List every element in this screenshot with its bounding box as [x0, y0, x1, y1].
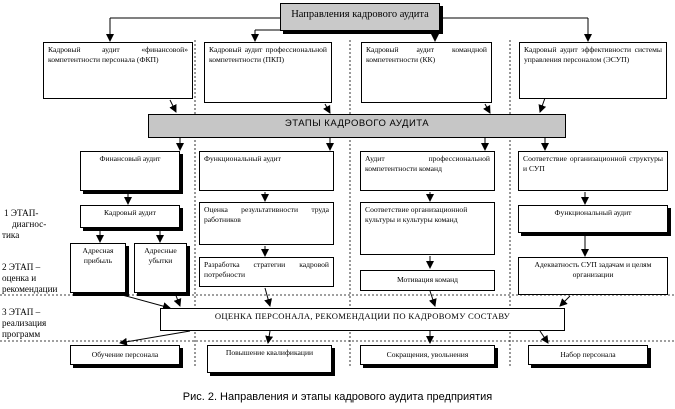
evaluation-band: ОЦЕНКА ПЕРСОНАЛА, РЕКОМЕНДАЦИИ ПО КАДРОВ…	[160, 308, 565, 331]
performance-evaluation-label: Оценка результативности труда работников	[204, 205, 329, 224]
financial-audit-label: Финансовый аудит	[99, 154, 161, 163]
functional-audit-esup-box: Функциональный аудит	[518, 205, 668, 233]
hr-audit-box: Кадровый аудит	[80, 205, 180, 228]
financial-audit-box: Финансовый аудит	[80, 151, 180, 191]
stages-band-label: ЭТАПЫ КАДРОВОГО АУДИТА	[284, 118, 430, 129]
sup-adequacy-label: Адекватность СУП задачам и целям организ…	[534, 260, 652, 279]
outcome-training-label: Обучение персонала	[91, 350, 159, 359]
stage-2-line-b: оценка и	[2, 273, 37, 283]
evaluation-band-label: ОЦЕНКА ПЕРСОНАЛА, РЕКОМЕНДАЦИИ ПО КАДРОВ…	[214, 311, 511, 321]
direction-pkp: Кадровый аудит профессиональной компетен…	[204, 42, 332, 103]
stage-2-line-c: рекомендации	[2, 284, 58, 294]
outcome-training-box: Обучение персонала	[70, 345, 180, 365]
stage-3-line-b: реализация	[2, 318, 47, 328]
top-arrows	[106, 17, 592, 42]
evaluation-to-outcomes-arrows	[119, 330, 549, 346]
outcome-qualification-box: Повышение квалификации	[207, 345, 332, 373]
band-to-level1-arrows	[176, 138, 549, 151]
diagram-title-box: Направления кадрового аудита	[280, 3, 440, 31]
stage-1-label: 1 ЭТАП- диагнос- тика	[2, 208, 46, 241]
outcome-layoffs-box: Сокращения, увольнения	[360, 345, 495, 365]
direction-fkp: Кадровый аудит «финансовой» компетентнос…	[43, 42, 193, 99]
direction-kk: Кадровый аудит командной компетентности …	[361, 42, 492, 103]
functional-audit-label: Функциональный аудит	[204, 154, 281, 163]
stage-3-line-c: программ	[2, 329, 41, 339]
targeted-profit-label: Адресная прибыль	[82, 246, 114, 265]
direction-kk-label: Кадровый аудит командной компетентности …	[366, 45, 487, 64]
outcome-hiring-box: Набор персонала	[528, 345, 648, 365]
functional-audit-box: Функциональный аудит	[199, 151, 334, 191]
targeted-profit-box: Адресная прибыль	[70, 243, 126, 293]
targeted-losses-box: Адресные убытки	[134, 243, 187, 293]
stage-3-label: 3 ЭТАП – реализация программ	[2, 307, 46, 340]
level2-to-level3-arrows	[96, 228, 589, 269]
staffing-strategy-label: Разработка стратегии кадровой потребност…	[204, 260, 329, 279]
culture-fit-box: Соответствие организационной культуры и …	[360, 202, 495, 255]
team-motivation-box: Мотивация команд	[360, 270, 495, 291]
staffing-strategy-box: Разработка стратегии кадровой потребност…	[199, 257, 334, 287]
hr-audit-label: Кадровый аудит	[104, 208, 156, 217]
team-competence-audit-label: Аудит профессиональной компетентности ко…	[365, 154, 490, 173]
level1-to-level2-arrows	[124, 192, 589, 205]
figure-caption: Рис. 2. Направления и этапы кадрового ау…	[182, 391, 493, 403]
org-structure-fit-box: Соответствие организационной структуры и…	[518, 151, 668, 191]
sup-adequacy-box: Адекватность СУП задачам и целям организ…	[518, 257, 668, 295]
outcome-hiring-label: Набор персонала	[560, 350, 616, 359]
direction-pkp-label: Кадровый аудит профессиональной компетен…	[209, 45, 327, 64]
stage-1-line-a: 1 ЭТАП-	[4, 208, 39, 218]
stage-2-line-a: 2 ЭТАП –	[2, 262, 41, 272]
direction-esup-label: Кадровый аудит эффективности системы упр…	[524, 45, 662, 64]
stage-1-line-c: тика	[2, 230, 20, 240]
direction-esup: Кадровый аудит эффективности системы упр…	[519, 42, 667, 99]
diagram-title: Направления кадрового аудита	[291, 9, 429, 20]
org-structure-fit-label: Соответствие организационной структуры и…	[523, 154, 663, 173]
targeted-losses-label: Адресные убытки	[144, 246, 177, 265]
direction-fkp-label: Кадровый аудит «финансовой» компетентнос…	[48, 45, 188, 64]
team-competence-audit-box: Аудит профессиональной компетентности ко…	[360, 151, 495, 191]
stage-2-label: 2 ЭТАП – оценка и рекомендации	[2, 262, 57, 295]
culture-fit-label: Соответствие организационной культуры и …	[365, 205, 468, 224]
outcome-layoffs-label: Сокращения, увольнения	[386, 350, 469, 359]
direction-to-band-arrows	[169, 97, 547, 114]
team-motivation-label: Мотивация команд	[396, 275, 459, 284]
to-evaluation-arrows	[114, 287, 571, 311]
stage-3-line-a: 3 ЭТАП –	[2, 307, 41, 317]
stage-1-line-b: диагнос-	[12, 219, 47, 229]
outcome-qualification-label: Повышение квалификации	[225, 348, 314, 357]
functional-audit-esup-label: Функциональный аудит	[554, 208, 632, 217]
stages-band: ЭТАПЫ КАДРОВОГО АУДИТА	[148, 114, 566, 138]
performance-evaluation-box: Оценка результативности труда работников	[199, 202, 334, 245]
